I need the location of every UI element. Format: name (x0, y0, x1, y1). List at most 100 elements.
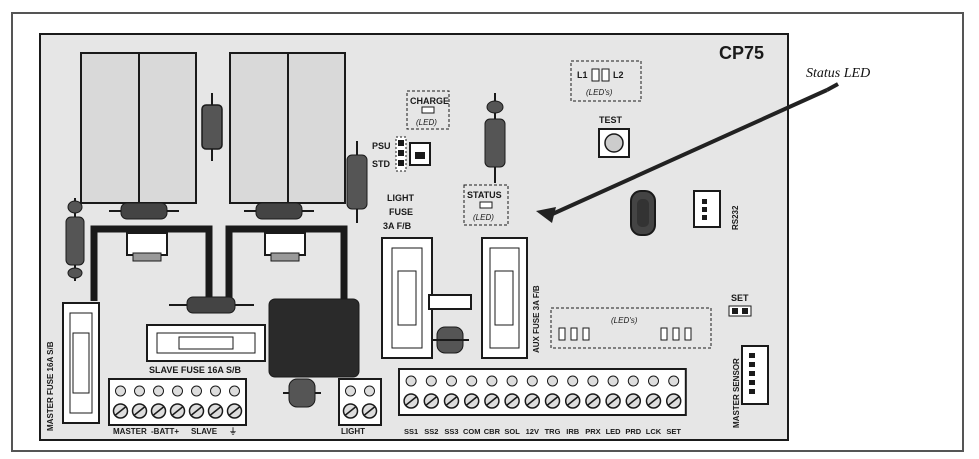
left-terminal-screw-slot (210, 406, 221, 416)
light-terminal-screw-slot (364, 406, 375, 416)
std-label: STD (372, 159, 391, 169)
capacitor-upper-left (201, 93, 223, 161)
master-sensor-connector (741, 345, 769, 405)
right-terminal-label: SS2 (424, 427, 438, 436)
right-terminal-label: PRD (625, 427, 641, 436)
rs232-connector (693, 190, 721, 228)
l1-led (591, 68, 600, 82)
rs232-label: RS232 (731, 205, 740, 230)
master-fuse-label: MASTER FUSE 16A S/B (46, 341, 55, 431)
left-terminal-screw-slot (153, 406, 164, 416)
led-4 (660, 327, 668, 341)
left-terminal-label: SLAVE (191, 427, 218, 436)
board-model-label: CP75 (719, 43, 764, 63)
capacitor-bottom (283, 378, 321, 408)
right-terminal-block (398, 368, 687, 416)
capacitor-between-fuses (431, 326, 469, 354)
led-3 (582, 327, 590, 341)
left-terminal-screw-top (115, 385, 126, 397)
left-terminal-block (108, 378, 247, 426)
right-terminal-screw-slot (425, 396, 437, 406)
capacitor-status-area (484, 93, 506, 183)
right-terminal-screw-top (425, 375, 437, 387)
relay-right (229, 52, 346, 204)
right-terminal-screw-slot (567, 396, 579, 406)
power-connector (409, 142, 431, 166)
left-terminal-screw-top (153, 385, 164, 397)
right-terminal-screw-slot (587, 396, 599, 406)
l2-label: L2 (613, 70, 624, 80)
right-terminal-screw-slot (547, 396, 558, 406)
transformer-block (268, 298, 360, 378)
status-led-note: (LED) (473, 213, 494, 222)
right-terminal-label: IRB (566, 427, 580, 436)
diode-right (244, 202, 314, 220)
light-terminal-block (338, 378, 382, 426)
aux-fuse (481, 237, 528, 359)
led-row-group: (LED's) (550, 307, 712, 349)
crystal-oscillator (630, 190, 656, 236)
l1-l2-led-group: L1 L2 (LED's) (570, 60, 642, 102)
left-terminal-screw-slot (115, 406, 126, 416)
left-terminal-screw-slot (172, 406, 183, 416)
left-terminal-labels: MASTER-BATT+SLAVE⏚ (113, 427, 237, 436)
right-terminal-housing (398, 368, 687, 416)
l1-label: L1 (577, 70, 588, 80)
charge-led-group: CHARGE (LED) (406, 90, 450, 130)
circuit-board: CP75 P (39, 33, 789, 441)
right-terminal-screw-top (547, 375, 558, 387)
psu-std-jumper (395, 136, 407, 172)
light-terminal-screw-top (345, 385, 356, 397)
left-terminal-label: ⏚ (229, 427, 237, 436)
right-terminal-screw-top (446, 375, 457, 387)
light-terminal-housing (338, 378, 382, 426)
right-terminal-screw-top (668, 375, 680, 387)
set-jumper (728, 305, 752, 317)
right-terminal-screw-slot (648, 396, 659, 406)
heatsink-right (225, 225, 348, 301)
status-label: STATUS (467, 190, 502, 200)
right-terminal-screw-slot (466, 396, 478, 406)
right-terminal-screw-top (526, 375, 538, 387)
l1-l2-led-note: (LED's) (586, 88, 613, 97)
status-led (479, 201, 493, 209)
right-terminal-label: LED (606, 427, 622, 436)
left-terminal-screw-slot (229, 406, 240, 416)
l2-led (601, 68, 610, 82)
left-terminal-label: -BATT+ (151, 427, 179, 436)
small-relay (428, 294, 472, 310)
relay-left (80, 52, 197, 204)
right-terminal-label: CBR (484, 427, 501, 436)
right-terminal-screw-top (405, 375, 417, 387)
led-row-note: (LED's) (611, 316, 638, 325)
right-terminal-screw-slot (506, 396, 518, 406)
led-6 (684, 327, 692, 341)
capacitor-left-edge (65, 198, 85, 281)
right-terminal-screw-slot (668, 396, 680, 406)
led-5 (672, 327, 680, 341)
light-fuse-label-2: FUSE (389, 207, 413, 217)
status-led-callout-label: Status LED (806, 66, 871, 81)
master-fuse (62, 302, 100, 424)
charge-led (421, 106, 435, 114)
capacitor-center (346, 141, 368, 223)
right-terminal-screw-top (607, 375, 619, 387)
left-terminal-screw-top (229, 385, 240, 397)
right-terminal-screw-top (466, 375, 478, 387)
right-terminal-screw-slot (607, 396, 619, 406)
led-1 (558, 327, 566, 341)
right-terminal-label: TRG (545, 427, 561, 436)
charge-led-note: (LED) (416, 118, 437, 127)
heatsink-left (90, 225, 213, 301)
right-terminal-screw-top (587, 375, 599, 387)
diode-left (109, 202, 179, 220)
left-terminal-screw-top (134, 385, 145, 397)
right-terminal-screw-slot (405, 396, 417, 406)
charge-label: CHARGE (410, 96, 449, 106)
right-terminal-label: COM (463, 427, 481, 436)
slave-fuse-label: SLAVE FUSE 16A S/B (149, 365, 242, 375)
left-terminal-screw-top (210, 385, 221, 397)
aux-fuse-label: AUX FUSE 3A F/B (532, 285, 541, 353)
